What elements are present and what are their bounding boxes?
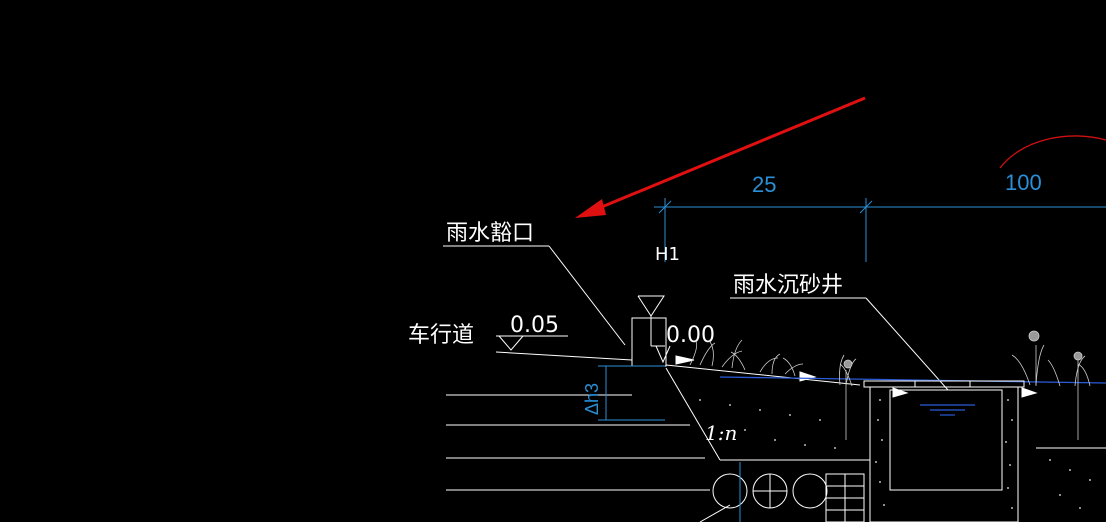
soil-hatching (699, 399, 1091, 509)
dimension-25: 25 (752, 172, 776, 197)
dimension-line (654, 198, 1106, 262)
delta-h-dimension (598, 365, 665, 421)
annotation-arrow (575, 96, 866, 218)
elevation-marker-roadway (496, 335, 568, 351)
road-section (446, 317, 870, 491)
settling-well (863, 380, 1025, 522)
label-rain-inlet: 雨水豁口 (446, 221, 534, 246)
leader-rain-inlet (443, 245, 626, 346)
label-roadway-elevation: 0.05 (510, 313, 559, 338)
leader-settling-well (730, 297, 949, 391)
drain-pipes (699, 447, 1106, 522)
elevation-marker-curb (637, 295, 671, 364)
grass-planting (689, 330, 1091, 440)
water-symbol (920, 404, 975, 416)
label-curb-elevation: 0.00 (666, 323, 715, 348)
label-settling-well: 雨水沉砂井 (733, 273, 843, 298)
dimension-100: 100 (1005, 170, 1042, 195)
label-slope: 1:n (705, 421, 737, 445)
water-line (719, 376, 1106, 384)
label-roadway: 车行道 (408, 323, 474, 348)
revision-cloud (999, 135, 1106, 169)
label-h1: H1 (655, 244, 680, 265)
label-delta-h: Δh3 (582, 383, 602, 415)
flow-arrows (675, 355, 1038, 398)
